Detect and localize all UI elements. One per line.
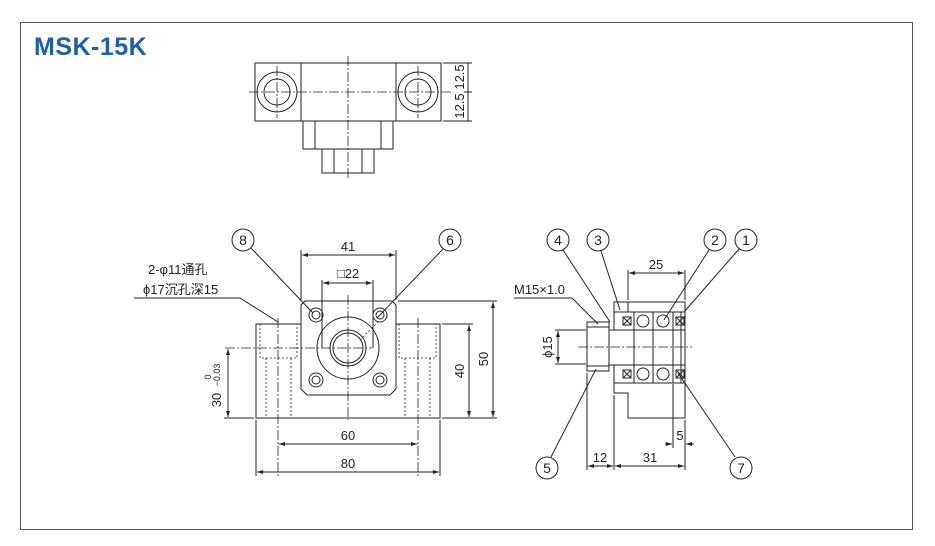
balloon-6: 6 — [446, 232, 454, 248]
dim-phi15: ϕ15 — [540, 336, 555, 358]
balloon-1: 1 — [742, 232, 750, 248]
seal-crosses — [622, 316, 685, 379]
dim-top-upper: 12.5 — [452, 64, 467, 89]
dim-12: 12 — [593, 450, 607, 465]
dim-60: 60 — [341, 428, 355, 443]
balloon-2: 2 — [711, 232, 719, 248]
dim-25: 25 — [649, 257, 663, 272]
page-title: MSK-15K — [34, 33, 148, 61]
dim-80: 80 — [341, 456, 355, 471]
dim-30: 30 — [209, 393, 224, 407]
balloon-5: 5 — [543, 460, 551, 476]
bearing-balls — [636, 314, 670, 381]
front-view: 41 □22 60 80 40 50 30 0 −0.03 2-φ11通孔 ϕ1… — [134, 228, 497, 478]
tolerance-upper: 0 — [203, 374, 213, 379]
top-view: 12.5 12.5 — [249, 56, 472, 178]
balloon-4: 4 — [554, 232, 562, 248]
hole-note-line2: ϕ17沉孔深15 — [143, 282, 218, 297]
balloon-7: 7 — [737, 460, 745, 476]
balloon-8: 8 — [239, 232, 247, 248]
dim-40: 40 — [452, 364, 467, 378]
dim-5: 5 — [676, 428, 683, 443]
hole-note-line1: 2-φ11通孔 — [148, 262, 207, 277]
side-view: ϕ15 M15×1.0 25 12 31 5 4 3 2 1 5 7 — [514, 228, 758, 480]
drawing-frame — [20, 22, 913, 530]
dim-square-22: □22 — [337, 266, 359, 281]
dim-31: 31 — [643, 450, 657, 465]
dim-top-lower: 12.5 — [452, 93, 467, 118]
thread-label: M15×1.0 — [514, 282, 565, 297]
balloon-3: 3 — [594, 232, 602, 248]
dim-41: 41 — [341, 239, 355, 254]
tolerance-lower: −0.03 — [212, 364, 222, 387]
bolt-holes — [308, 307, 388, 388]
dim-50: 50 — [476, 352, 491, 366]
